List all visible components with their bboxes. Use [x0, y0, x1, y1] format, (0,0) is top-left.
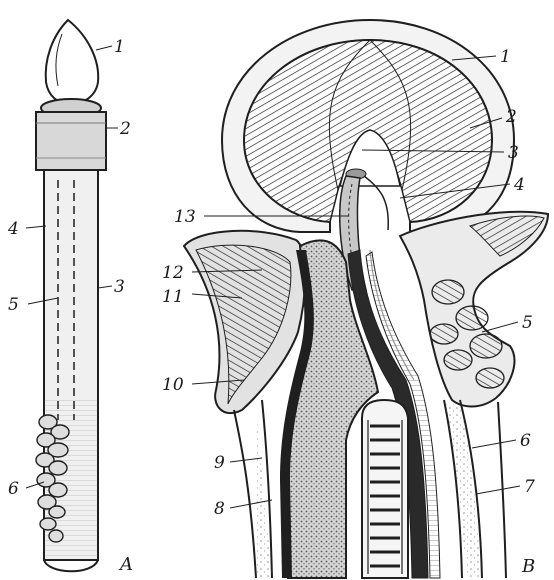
label-b-13: 13 [174, 207, 196, 227]
panel-b-letter: B [521, 556, 535, 577]
label-b-10: 10 [162, 375, 184, 395]
gill-bars [362, 400, 408, 578]
label-b-5: 5 [522, 313, 533, 333]
label-b-3: 3 [508, 143, 519, 163]
label-b-11: 11 [162, 287, 184, 307]
label-a-6: 6 [8, 479, 19, 499]
panel-a-drawing [26, 20, 118, 571]
label-b-7: 7 [524, 477, 535, 497]
label-b-8: 8 [214, 499, 225, 519]
collar-shape [36, 112, 106, 170]
label-a-1: 1 [114, 37, 125, 57]
label-b-6: 6 [520, 431, 531, 451]
proboscis-shape [46, 20, 99, 104]
label-b-2: 2 [505, 107, 517, 127]
label-a-2: 2 [119, 119, 131, 139]
label-b-4: 4 [513, 175, 525, 195]
label-b-9: 9 [214, 453, 225, 473]
label-a-5: 5 [8, 295, 19, 315]
label-a-3: 3 [114, 277, 125, 297]
panel-a-letter: A [118, 554, 133, 575]
label-b-1: 1 [500, 47, 511, 67]
label-a-4: 4 [7, 219, 19, 239]
label-b-12: 12 [162, 263, 184, 283]
panel-b-drawing [184, 20, 548, 578]
